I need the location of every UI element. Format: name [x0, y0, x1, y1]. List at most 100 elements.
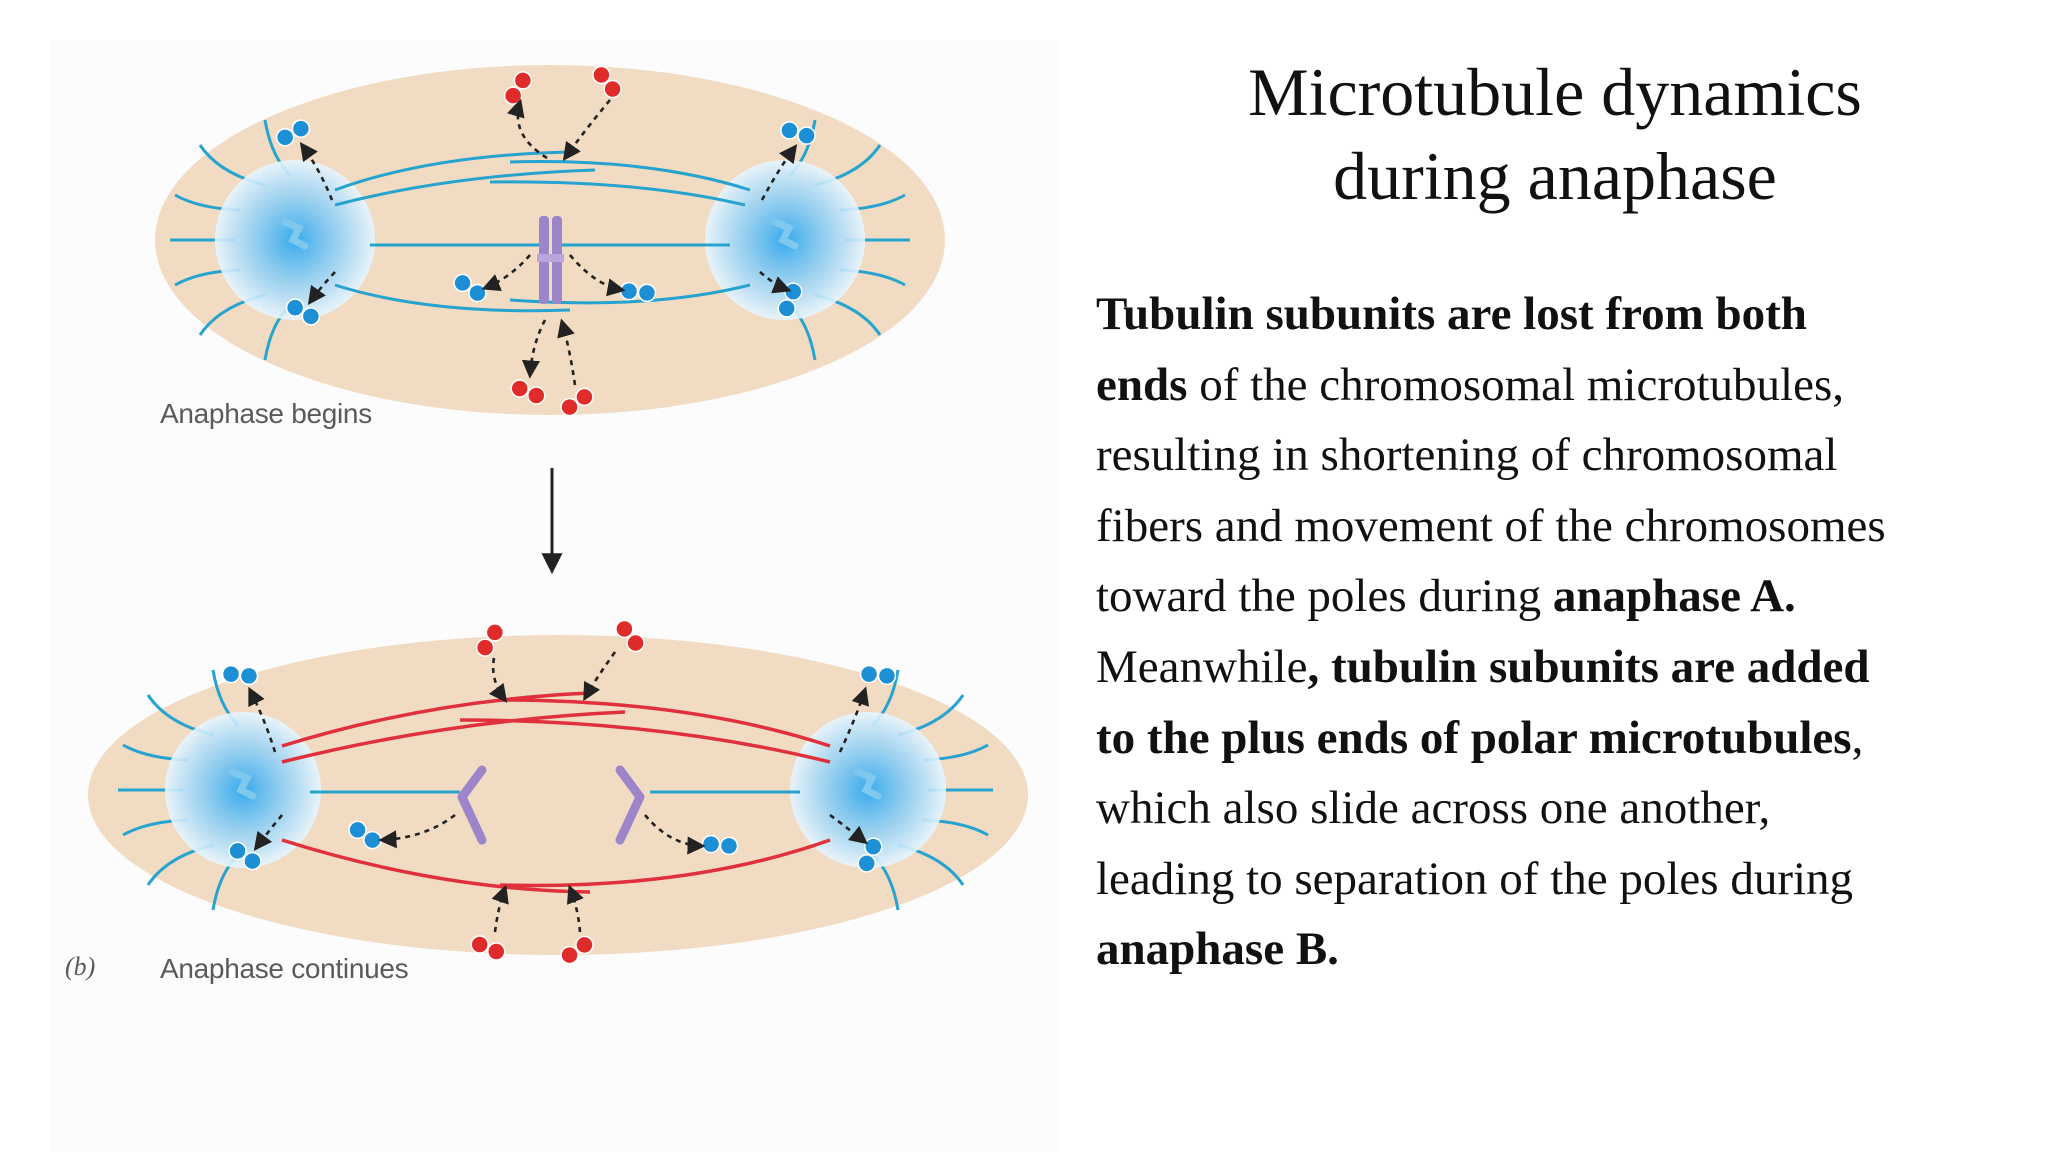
centromere [537, 254, 564, 262]
centrosome [854, 768, 882, 800]
body-text-bold: anaphase B. [1096, 923, 1339, 976]
body-text-run: leading to separation of the poles durin… [1096, 852, 1854, 905]
tubulin-subunit-blue [363, 830, 382, 850]
body-text-bold: anaphase A. [1552, 570, 1796, 623]
subunit-flow-arrow [248, 686, 277, 753]
tubulin-subunit-blue [864, 837, 883, 856]
cell-body [155, 65, 945, 415]
slide-title: Microtubule dynamics during anaphase [1130, 50, 1980, 218]
subunit-flow-arrow [644, 814, 706, 855]
tubulin-subunit-blue [453, 273, 472, 293]
tubulin-subunit-blue [301, 307, 321, 326]
subunit-flow-arrow [507, 98, 548, 160]
polar-microtubule [334, 168, 596, 207]
body-line: fibers and movement of the chromosomes [1096, 491, 1996, 562]
tubulin-subunit-blue [637, 283, 657, 303]
polar-microtubule [499, 838, 831, 888]
tubulin-subunit-red [503, 86, 523, 105]
tubulin-subunit-red [575, 387, 594, 407]
body-text-run: fibers and movement of the chromosomes [1096, 499, 1886, 552]
centrosome [771, 218, 799, 250]
tubulin-subunit-blue [239, 666, 259, 686]
centrosome [229, 768, 257, 800]
tubulin-subunit-blue [859, 664, 879, 684]
body-text-bold: ends [1096, 358, 1188, 411]
tubulin-subunit-blue [797, 126, 816, 145]
polar-microtubule [509, 160, 751, 192]
figure-panel: Anaphase begins (b) Anaphase continues [50, 40, 1060, 1152]
body-line: toward the poles during anaphase A. [1096, 561, 1996, 632]
polar-microtubule [281, 838, 591, 894]
polar-microtubule [281, 710, 626, 764]
body-line: Meanwhile, tubulin subunits are added [1096, 632, 1996, 703]
body-text-run: toward the poles during [1096, 570, 1553, 623]
body-text-bold: , tubulin subunits are added [1307, 640, 1870, 693]
tubulin-subunit-blue [780, 121, 799, 140]
tubulin-subunit-red [527, 386, 546, 405]
subunit-flow-arrow [488, 657, 508, 703]
tubulin-subunit-blue [857, 854, 876, 873]
tubulin-subunit-red [470, 935, 489, 954]
polar-microtubule [499, 698, 831, 748]
anaphase-diagram [88, 65, 1028, 965]
body-text-run: which also slide across one another, [1096, 782, 1771, 835]
tubulin-subunit-red [510, 379, 529, 398]
centrosome [281, 218, 309, 250]
tubulin-subunit-blue [701, 834, 721, 854]
tubulin-subunit-red [592, 65, 611, 85]
tubulin-subunit-red [560, 397, 579, 417]
tubulin-subunit-red [603, 79, 622, 99]
tubulin-subunit-blue [877, 666, 897, 686]
tubulin-subunit-blue [243, 851, 262, 871]
tubulin-subunit-blue [619, 281, 639, 301]
subunit-flow-arrow [838, 686, 870, 753]
chromatid [457, 765, 487, 845]
tubulin-subunit-red [513, 71, 533, 90]
chromatid [615, 765, 645, 845]
tubulin-subunit-blue [285, 298, 305, 317]
tubulin-subunit-red [485, 623, 505, 642]
body-text-run: , [1851, 711, 1864, 764]
caption-anaphase-begins: Anaphase begins [160, 398, 372, 429]
tubulin-subunit-red [626, 633, 645, 653]
tubulin-subunit-blue [468, 283, 487, 303]
subunit-flow-arrow [378, 813, 456, 849]
body-text-run: of the chromosomal microtubules, [1187, 358, 1844, 411]
body-line: resulting in shortening of chromosomal [1096, 420, 1996, 491]
body-line: ends of the chromosomal microtubules, [1096, 350, 1996, 421]
tubulin-subunit-red [560, 945, 579, 965]
cell-anaphase-continues [88, 619, 1028, 965]
body-text-bold: Tubulin subunits are lost from both [1096, 288, 1807, 340]
polar-microtubule [281, 691, 591, 748]
tubulin-subunit-blue [291, 119, 311, 138]
body-line: which also slide across one another, [1096, 773, 1996, 844]
body-line: to the plus ends of polar microtubules, [1096, 703, 1996, 774]
polar-microtubule [459, 718, 831, 764]
tubulin-subunit-red [575, 935, 594, 955]
subunit-flow-arrow [491, 884, 509, 933]
cell-body [88, 635, 1028, 955]
title-line: during anaphase [1333, 138, 1777, 214]
body-text-run: Meanwhile [1096, 640, 1308, 693]
subunit-flow-arrow [566, 884, 584, 933]
polar-microtubule [334, 283, 571, 313]
tubulin-subunit-blue [777, 299, 796, 318]
tubulin-subunit-blue [784, 282, 803, 301]
subunit-flow-arrow [299, 142, 334, 201]
cell-anaphase-begins [155, 65, 945, 417]
polar-microtubule [489, 180, 746, 207]
tubulin-subunit-blue [228, 841, 247, 861]
body-text-run: resulting in shortening of chromosomal [1096, 429, 1838, 482]
tubulin-subunit-blue [275, 128, 295, 147]
tubulin-subunit-blue [221, 664, 241, 684]
body-line: leading to separation of the poles durin… [1096, 844, 1996, 915]
subunit-flow-arrow [759, 271, 792, 294]
polar-microtubule [334, 150, 571, 192]
tubulin-subunit-red [487, 942, 506, 961]
panel-letter: (b) [65, 952, 96, 981]
body-line: anaphase B. [1096, 914, 1996, 985]
subunit-flow-arrow [829, 813, 868, 845]
subunit-flow-arrow [760, 144, 798, 201]
subunit-flow-arrow [253, 814, 284, 851]
